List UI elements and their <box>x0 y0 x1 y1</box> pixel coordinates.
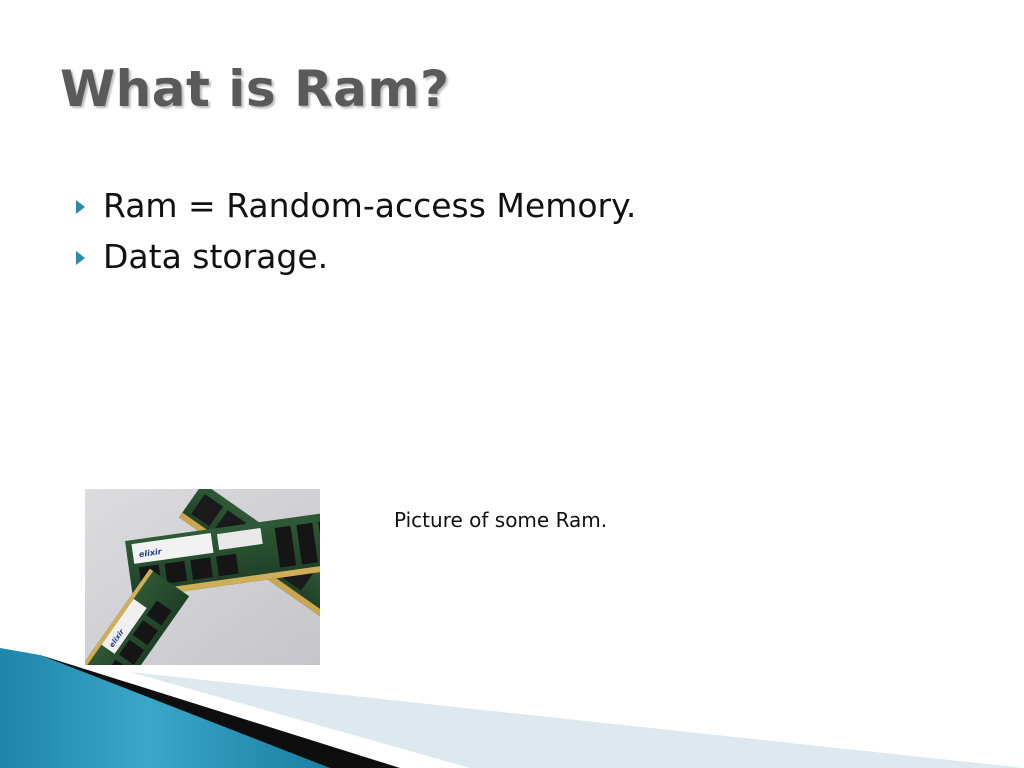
bullet-item: Ram = Random-access Memory. <box>76 180 636 231</box>
svg-text:elixir: elixir <box>138 547 163 559</box>
slide-title: What is Ram? <box>60 60 450 118</box>
bullet-text: Ram = Random-access Memory. <box>103 186 637 225</box>
triangle-right-icon <box>76 250 85 265</box>
image-caption: Picture of some Ram. <box>394 508 608 532</box>
ram-photo: elixir elixir <box>85 489 320 665</box>
bullet-list: Ram = Random-access Memory. Data storage… <box>76 180 636 282</box>
bullet-item: Data storage. <box>76 231 636 282</box>
triangle-right-icon <box>76 199 85 214</box>
bullet-text: Data storage. <box>103 237 329 276</box>
ram-illustration: elixir elixir <box>85 489 320 665</box>
